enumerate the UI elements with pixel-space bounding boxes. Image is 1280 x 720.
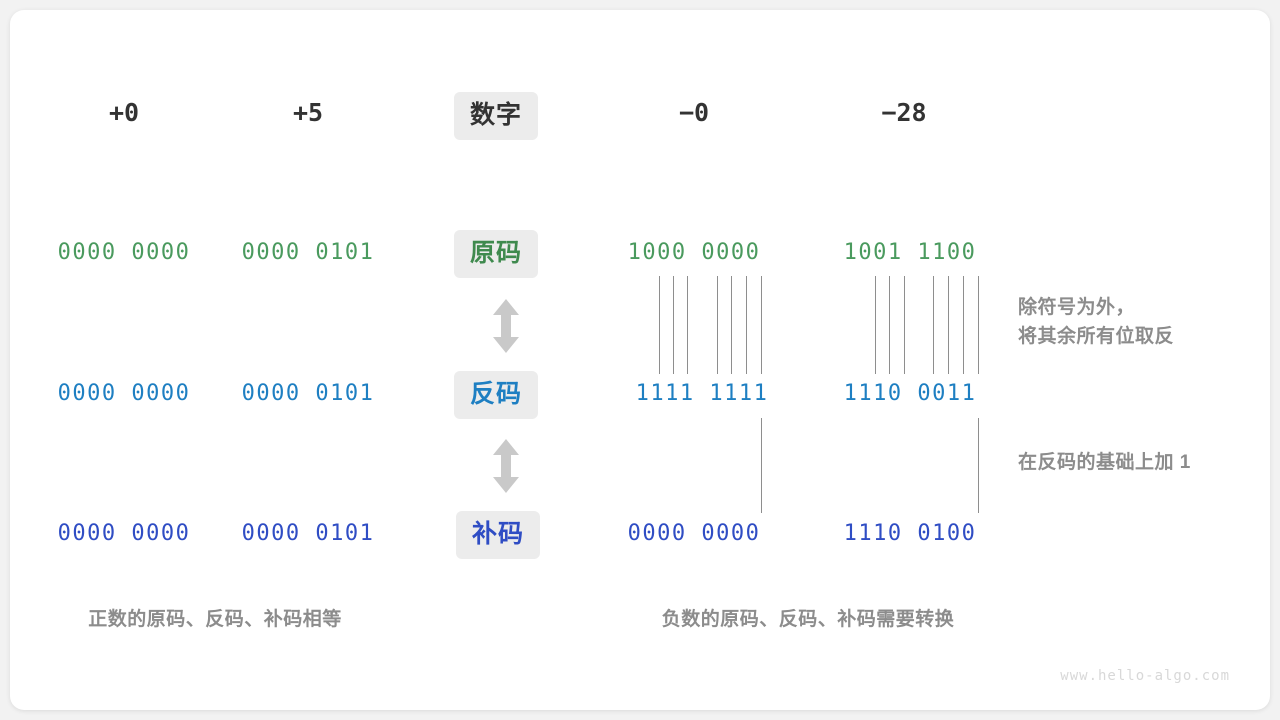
row-label-sign-magnitude: 原码 xyxy=(453,230,539,278)
connector-line xyxy=(673,276,674,374)
connector-line xyxy=(731,276,732,374)
sign-magnitude-minus-zero: 1000 0000 xyxy=(627,240,761,265)
connector-line xyxy=(978,276,979,374)
header-column-plus-zero: +0 xyxy=(108,98,140,127)
caption-positive: 正数的原码、反码、补码相等 xyxy=(88,609,342,630)
row-label-twos-complement: 补码 xyxy=(455,511,541,559)
twos-complement-minus-zero: 0000 0000 xyxy=(627,521,761,546)
twos-complement-plus-five: 0000 0101 xyxy=(241,521,375,546)
ones-complement-plus-zero: 0000 0000 xyxy=(57,381,191,406)
annotation-invert-bits: 除符号为外， 将其余所有位取反 xyxy=(1018,293,1174,352)
connector-line xyxy=(761,418,762,513)
connector-line xyxy=(889,276,890,374)
caption-negative: 负数的原码、反码、补码需要转换 xyxy=(661,609,955,630)
connector-line xyxy=(659,276,660,374)
connector-line xyxy=(717,276,718,374)
ones-complement-minus-twentyeight: 1110 0011 xyxy=(843,381,977,406)
sign-magnitude-plus-five: 0000 0101 xyxy=(241,240,375,265)
connector-line xyxy=(948,276,949,374)
double-arrow-icon-lower xyxy=(489,438,523,499)
watermark: www.hello-algo.com xyxy=(1060,668,1230,684)
annotation-add-one: 在反码的基础上加 1 xyxy=(1018,452,1191,473)
connector-line xyxy=(978,418,979,513)
sign-magnitude-minus-twentyeight: 1001 1100 xyxy=(843,240,977,265)
double-arrow-icon-upper xyxy=(489,298,523,359)
twos-complement-minus-twentyeight: 1110 0100 xyxy=(843,521,977,546)
annotation-invert-line1: 除符号为外， xyxy=(1018,297,1136,318)
connector-line xyxy=(875,276,876,374)
ones-complement-minus-zero: 1111 1111 xyxy=(635,381,769,406)
connector-line xyxy=(963,276,964,374)
connector-line xyxy=(933,276,934,374)
twos-complement-plus-zero: 0000 0000 xyxy=(57,521,191,546)
sign-magnitude-plus-zero: 0000 0000 xyxy=(57,240,191,265)
header-column-minus-twentyeight: −28 xyxy=(881,98,927,127)
header-column-minus-zero: −0 xyxy=(678,98,710,127)
row-label-ones-complement: 反码 xyxy=(453,371,539,419)
ones-complement-plus-five: 0000 0101 xyxy=(241,381,375,406)
diagram-card: +0 +5 数字 −0 −28 0000 0000 0000 0101 原码 1… xyxy=(10,10,1270,710)
connector-line xyxy=(687,276,688,374)
header-column-plus-five: +5 xyxy=(292,98,324,127)
row-label-number: 数字 xyxy=(453,92,539,140)
connector-line xyxy=(904,276,905,374)
connector-line xyxy=(746,276,747,374)
connector-line xyxy=(761,276,762,374)
annotation-invert-line2: 将其余所有位取反 xyxy=(1018,326,1175,348)
